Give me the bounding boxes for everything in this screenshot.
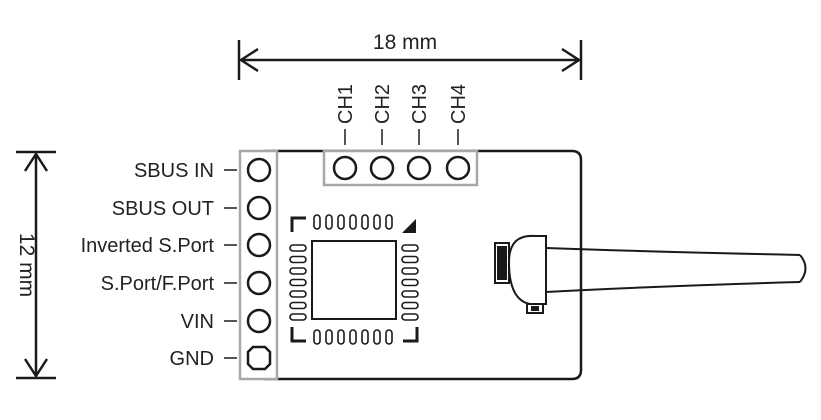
cable-cut-end — [799, 254, 807, 283]
side-pin-label: SBUS IN — [134, 160, 214, 182]
side-pin-1: SBUS IN — [134, 157, 272, 183]
ground-pin-pad — [246, 345, 272, 371]
pin-pad — [332, 155, 358, 181]
chip-pad-bottom — [385, 329, 393, 345]
chip-pad-bottom — [337, 329, 345, 345]
chip-body — [311, 240, 397, 320]
side-pins-group: SBUS IN SBUS OUT Inverted S.PortS.Port/F.P… — [81, 157, 272, 371]
chip-footprint — [289, 214, 419, 345]
top-pin-1: CH1 — [332, 84, 358, 181]
pin-pad — [246, 232, 272, 258]
width-arrow-left — [238, 47, 259, 73]
height-dimension: 12 mm — [15, 150, 56, 380]
chip-corner-top-left — [290, 216, 306, 232]
chip-pad-top — [361, 214, 369, 230]
chip-pad-top — [325, 214, 333, 230]
top-pins-group: CH1 CH2 CH3 CH4 — [332, 84, 471, 181]
side-pin-5: VIN — [181, 308, 272, 334]
chip-pad-left — [289, 267, 307, 275]
side-pin-label: VIN — [181, 311, 214, 333]
top-pin-header: CH1 CH2 CH3 CH4 — [322, 84, 479, 187]
pin-pad — [246, 270, 272, 296]
side-pin-6: GND — [170, 345, 272, 371]
width-dimension: 18 mm — [237, 31, 583, 80]
antenna-cable — [545, 247, 807, 293]
height-dimension-label: 12 mm — [15, 233, 38, 297]
chip-pad-right — [401, 290, 419, 298]
chip-pad-bottom — [313, 329, 321, 345]
pin-pad — [369, 155, 395, 181]
side-pin-4: S.Port/F.Port — [101, 270, 272, 296]
chip-pin1-marker — [402, 219, 416, 233]
chip-pad-left — [289, 255, 307, 264]
connector-housing-fill — [497, 246, 507, 280]
pin-pad — [246, 195, 272, 221]
chip-corner-bottom-right — [403, 327, 419, 343]
chip-pad-right — [401, 278, 419, 287]
antenna-connector — [494, 234, 547, 314]
height-arrow-bottom — [23, 358, 49, 379]
chip-pad-left — [289, 278, 307, 287]
pin-pad — [406, 155, 432, 181]
top-pin-label: CH4 — [448, 84, 470, 124]
chip-pad-right — [401, 301, 419, 310]
chip-pad-left — [289, 313, 307, 321]
height-arrow-top — [23, 151, 49, 172]
chip-pad-bottom — [373, 329, 381, 345]
chip-pad-right — [401, 313, 419, 321]
chip-corner-bottom-left — [290, 327, 306, 343]
connector-body — [507, 234, 547, 305]
top-pin-3: CH3 — [406, 84, 432, 181]
side-pin-3: Inverted S.Port — [81, 232, 272, 258]
chip-pad-bottom — [325, 329, 333, 345]
connector-tab-fill — [531, 306, 539, 311]
top-pin-label: CH2 — [372, 84, 394, 124]
board-outline — [264, 149, 583, 381]
chip-pad-top — [313, 214, 321, 230]
chip-pad-right — [401, 244, 419, 252]
chip-pad-top — [385, 214, 393, 230]
chip-pad-left — [289, 290, 307, 298]
top-pin-label: CH3 — [409, 84, 431, 124]
top-pin-label: CH1 — [335, 84, 357, 124]
side-header-frame — [238, 149, 279, 381]
pin-pad — [445, 155, 471, 181]
chip-pads-group — [289, 214, 419, 345]
width-arrow-right — [561, 47, 582, 73]
side-pin-header: SBUS IN SBUS OUT Inverted S.PortS.Port/F.P… — [81, 149, 279, 381]
chip-pad-top — [373, 214, 381, 230]
chip-pad-bottom — [349, 329, 357, 345]
chip-pad-left — [289, 301, 307, 310]
top-pin-2: CH2 — [369, 84, 395, 181]
chip-pad-right — [401, 267, 419, 275]
side-pin-label: S.Port/F.Port — [101, 273, 215, 295]
pin-pad — [246, 308, 272, 334]
pin-pad — [246, 157, 272, 183]
side-pin-label: SBUS OUT — [112, 198, 214, 220]
side-pin-label: GND — [170, 348, 214, 370]
width-dimension-label: 18 mm — [373, 31, 437, 54]
side-pin-2: SBUS OUT — [112, 195, 272, 221]
chip-pad-bottom — [361, 329, 369, 345]
cable-bottom-edge — [545, 281, 801, 293]
side-pin-label: Inverted S.Port — [81, 235, 215, 257]
chip-pad-top — [337, 214, 345, 230]
cable-top-edge — [545, 247, 801, 256]
top-pin-4: CH4 — [445, 84, 471, 181]
chip-pad-top — [349, 214, 357, 230]
chip-pad-left — [289, 244, 307, 252]
chip-pad-right — [401, 255, 419, 264]
